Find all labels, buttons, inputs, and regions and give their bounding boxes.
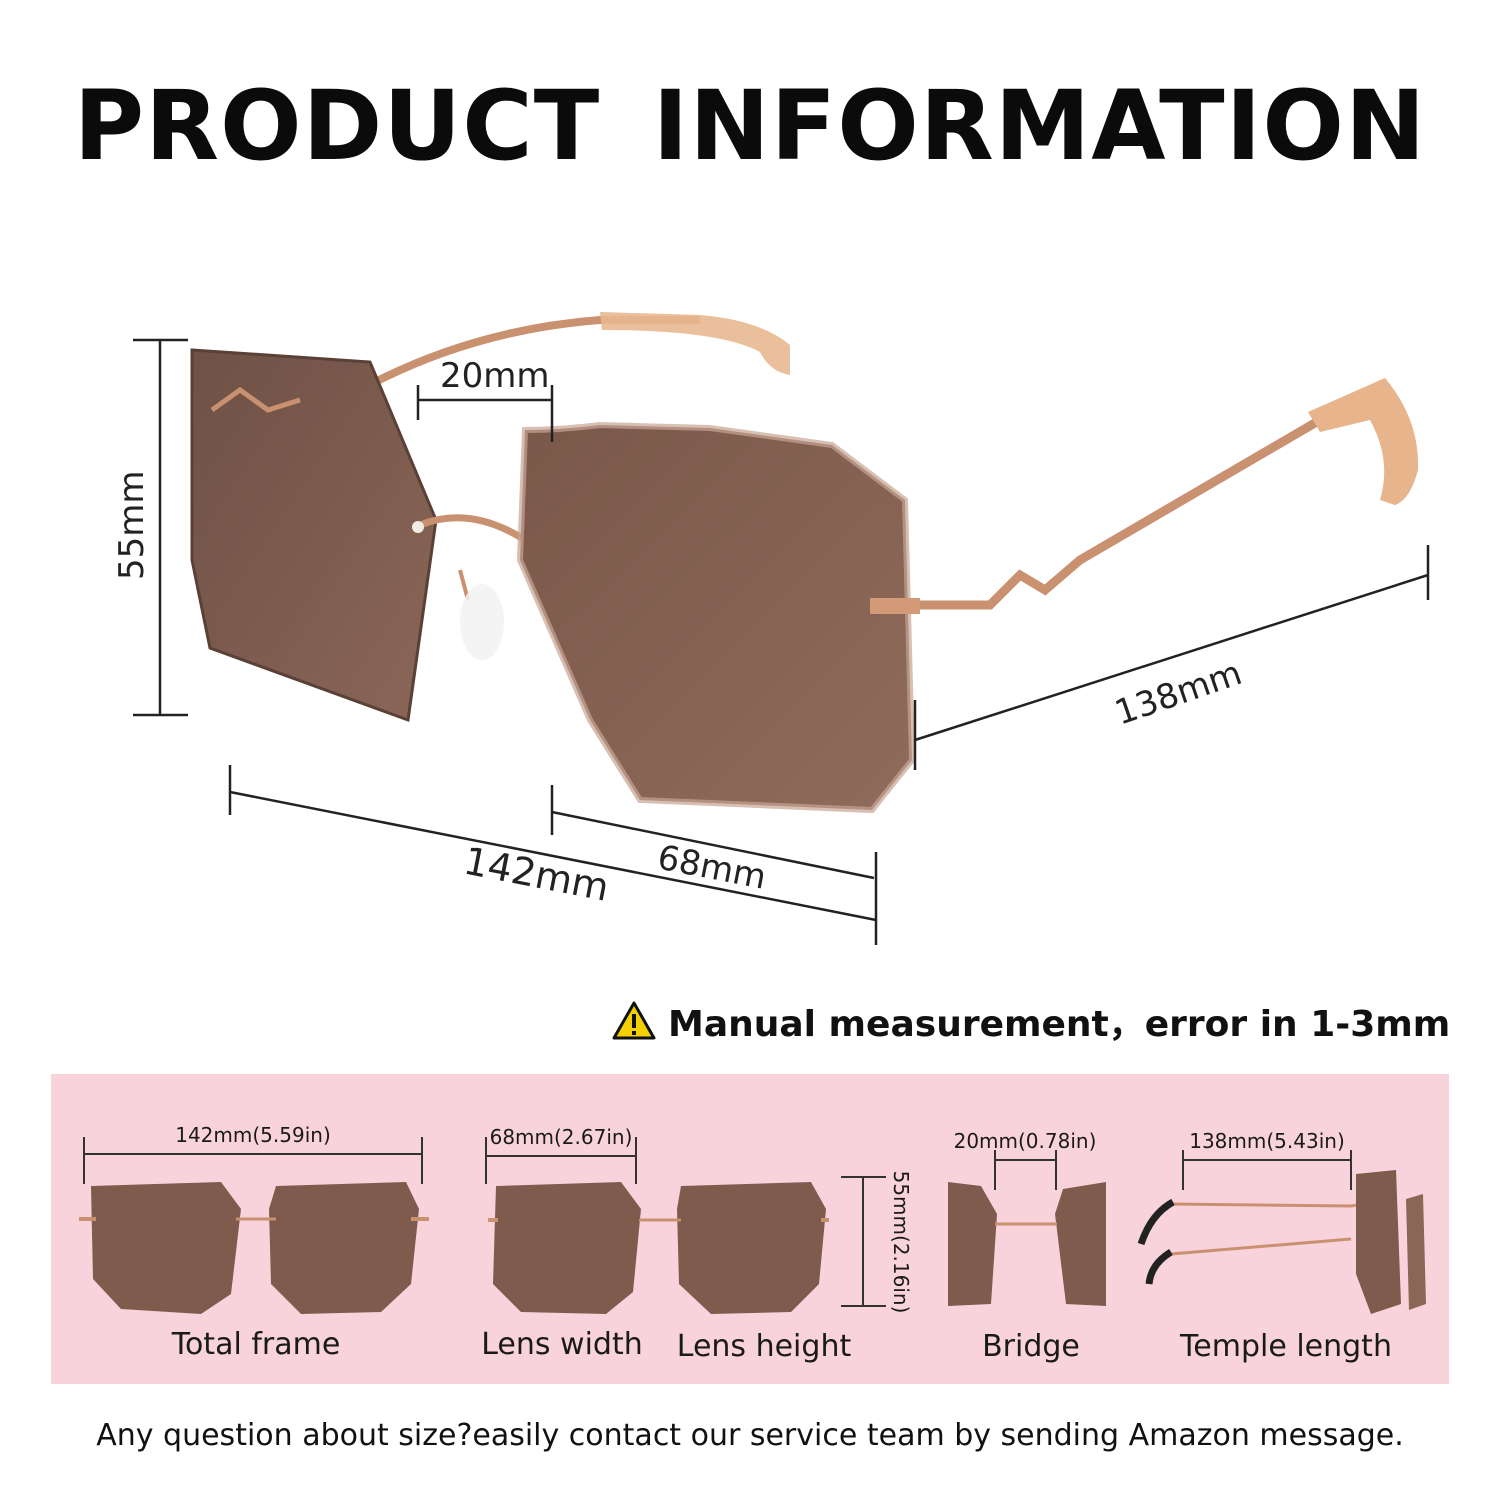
dim-bridge-label: 20mm xyxy=(440,356,550,396)
page-title: PRODUCT INFORMATION xyxy=(73,70,1427,182)
lens-width-size: 68mm(2.67in) xyxy=(490,1125,633,1149)
dim-total-label: 142mm xyxy=(460,839,612,910)
lens-width-label: Lens width xyxy=(481,1327,643,1362)
lens-width-glasses xyxy=(488,1182,829,1314)
lens-height-size: 55mm(2.16in) xyxy=(889,1171,913,1314)
dim-temple-label: 138mm xyxy=(1110,653,1247,734)
right-lens xyxy=(516,421,916,814)
temple-length-size: 138mm(5.43in) xyxy=(1189,1129,1345,1153)
total-frame-label: Total frame xyxy=(171,1327,341,1362)
bridge-crop-glasses xyxy=(948,1182,1106,1306)
dimension-lines xyxy=(133,338,1430,945)
temple-side-glasses xyxy=(1137,1170,1426,1314)
total-frame-glasses xyxy=(79,1182,429,1314)
sunglasses-hero-illustration: 20mm 55mm 138mm 142mm 68mm xyxy=(112,312,1430,945)
bridge-label: Bridge xyxy=(982,1329,1080,1364)
total-frame-size: 142mm(5.59in) xyxy=(175,1123,331,1147)
size-summary-panel: 142mm(5.59in) 68mm(2.67in) 55mm(2.16in) … xyxy=(51,1074,1449,1384)
left-lens xyxy=(190,348,438,723)
warning-triangle-icon xyxy=(612,1001,656,1040)
size-summary-illustrations: 142mm(5.59in) 68mm(2.67in) 55mm(2.16in) … xyxy=(79,1123,1426,1364)
measurement-warning: Manual measurement，error in 1-3mm xyxy=(612,998,1451,1045)
far-temple-arm xyxy=(358,312,790,394)
near-temple-arm xyxy=(870,378,1419,614)
size-contact-note: Any question about size?easily contact o… xyxy=(96,1418,1404,1453)
dim-lens-height-label: 55mm xyxy=(112,470,152,580)
bridge-size: 20mm(0.78in) xyxy=(954,1129,1097,1153)
lens-height-label: Lens height xyxy=(677,1329,852,1364)
warning-text: Manual measurement，error in 1-3mm xyxy=(668,1004,1451,1045)
temple-length-label: Temple length xyxy=(1179,1329,1392,1364)
